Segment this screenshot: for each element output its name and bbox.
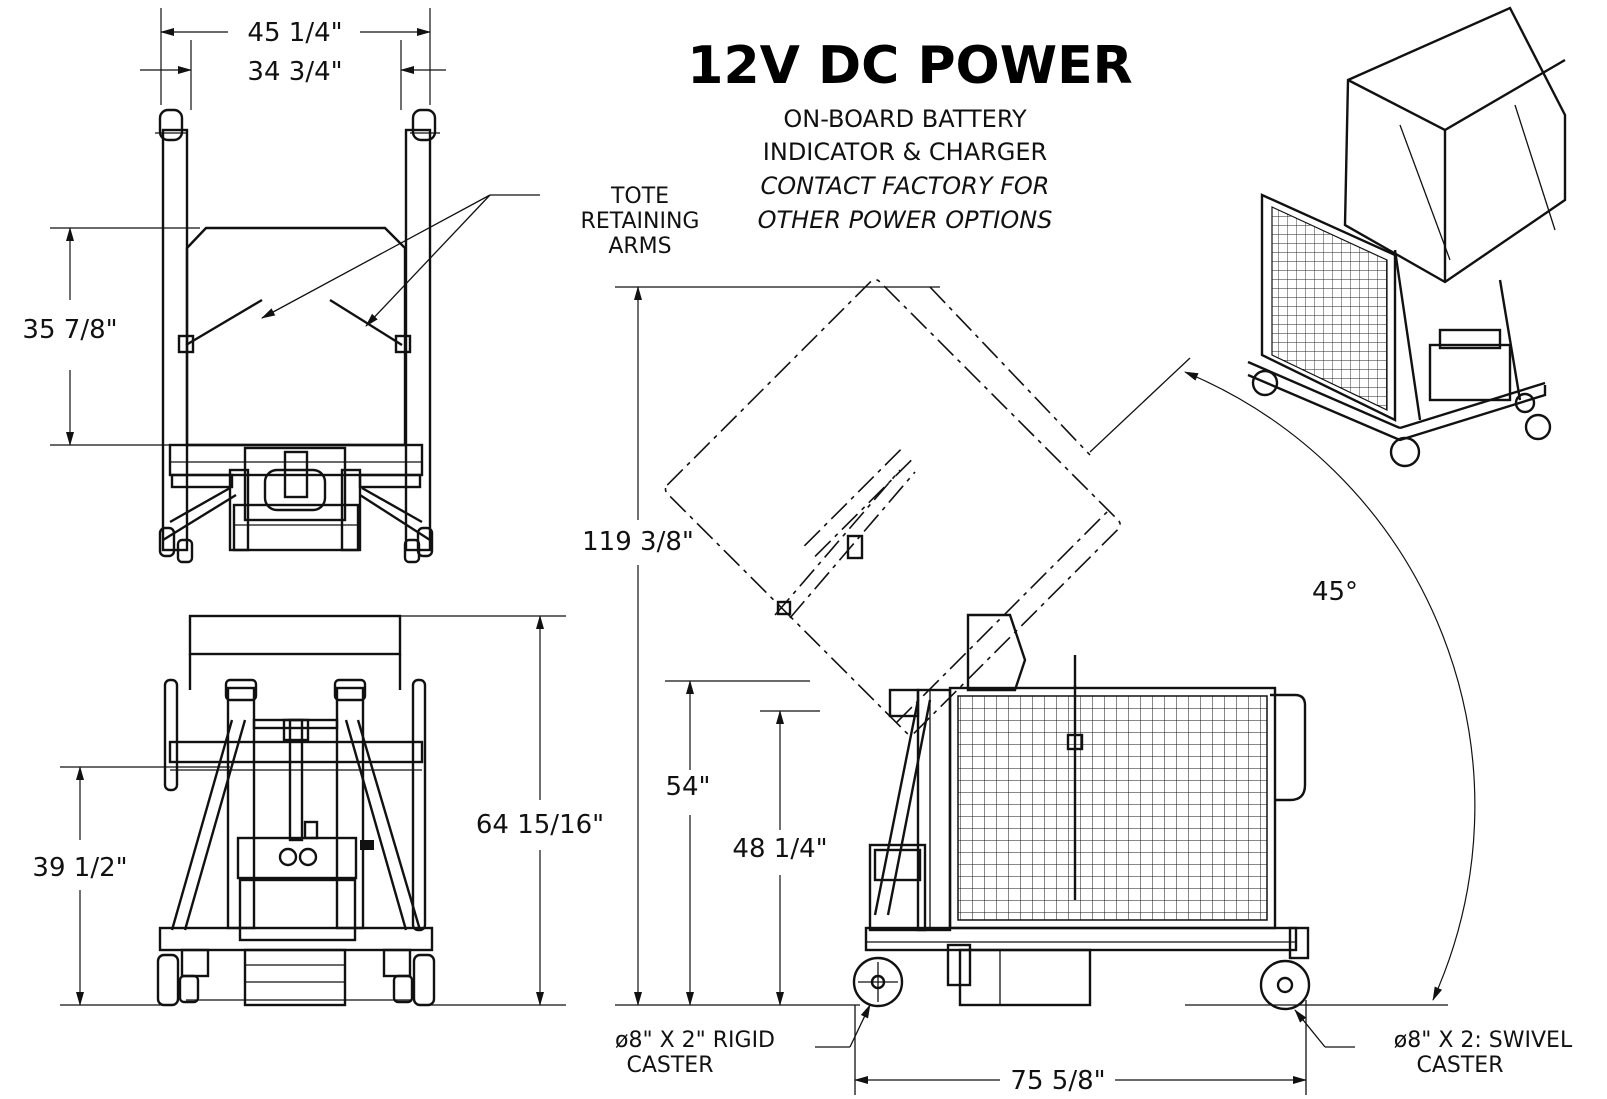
- heading-line-2: INDICATOR & CHARGER: [763, 138, 1047, 166]
- dim-tote-depth: 35 7/8": [22, 315, 117, 345]
- label-swivel-caster-2: CASTER: [1416, 1053, 1503, 1078]
- dim-overall-length: 75 5/8": [1010, 1066, 1105, 1096]
- annotations: TOTE RETAINING ARMS ø8" X 2" RIGID CASTE…: [22, 18, 1573, 1096]
- dim-rear-overall-height: 64 15/16": [476, 810, 604, 840]
- dim-inner-width: 34 3/4": [247, 57, 342, 87]
- dim-max-dump-height: 119 3/8": [582, 527, 694, 557]
- heading-line-4: OTHER POWER OPTIONS: [758, 206, 1053, 234]
- dim-overall-width: 45 1/4": [247, 18, 342, 48]
- dim-tilt-angle: 45°: [1312, 577, 1358, 607]
- rear-view: [60, 614, 566, 1007]
- label-tote-3: ARMS: [608, 234, 671, 259]
- side-view: [615, 278, 1476, 1095]
- heading-line-3: CONTACT FACTORY FOR: [761, 172, 1050, 200]
- top-view: [50, 8, 540, 564]
- heading-title: 12V DC POWER: [687, 36, 1132, 96]
- label-tote-1: TOTE: [610, 184, 669, 209]
- dim-platform-height: 48 1/4": [732, 834, 827, 864]
- label-swivel-caster-1: ø8" X 2: SWIVEL: [1394, 1028, 1573, 1053]
- isometric-view: [1247, 6, 1567, 468]
- label-rigid-caster-2: CASTER: [626, 1053, 713, 1078]
- dim-rear-height: 39 1/2": [32, 853, 127, 883]
- dim-load-height: 54": [665, 772, 710, 802]
- heading-line-1: ON-BOARD BATTERY: [783, 105, 1027, 133]
- label-tote-2: RETAINING: [581, 209, 700, 234]
- heading-block: 12V DC POWER ON-BOARD BATTERY INDICATOR …: [687, 36, 1132, 234]
- label-rigid-caster-1: ø8" X 2" RIGID: [615, 1028, 775, 1053]
